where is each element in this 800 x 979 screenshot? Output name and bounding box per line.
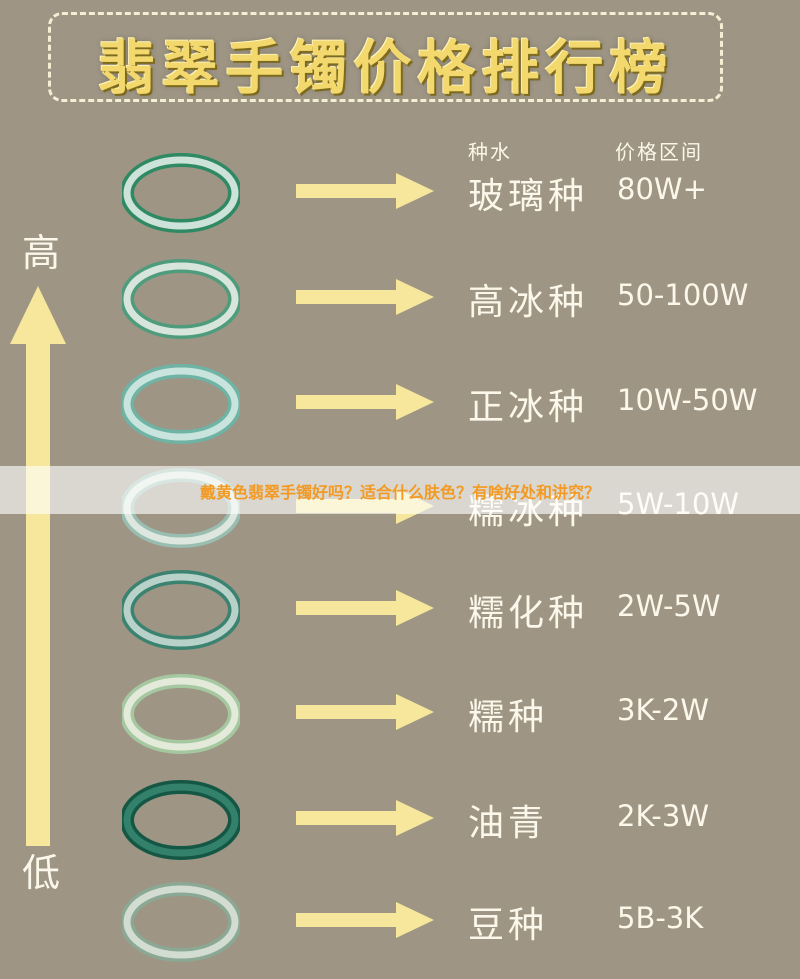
right-arrow-icon — [296, 279, 434, 315]
title-frame: 翡翠手镯价格排行榜 — [48, 12, 723, 102]
grade-price: 3K-2W — [617, 693, 710, 727]
right-arrow-icon — [296, 902, 434, 938]
bangle-icon — [122, 674, 240, 754]
grade-price: 10W-50W — [617, 383, 758, 417]
grade-price: 2K-3W — [617, 799, 710, 833]
right-arrow-icon — [296, 800, 434, 836]
grade-row: 糯种 3K-2W — [0, 662, 800, 762]
caption-overlay: 戴黄色翡翠手镯好吗？适合什么肤色？有啥好处和讲究？ — [0, 466, 800, 514]
grade-price: 80W+ — [617, 172, 707, 206]
bangle-icon — [122, 780, 240, 860]
page-title: 翡翠手镯价格排行榜 — [97, 34, 674, 102]
bangle-icon — [122, 259, 240, 339]
grade-type: 油青 — [468, 803, 549, 844]
bangle-icon — [122, 570, 240, 650]
grade-row: 豆种 5B-3K — [0, 870, 800, 970]
caption-text: 戴黄色翡翠手镯好吗？适合什么肤色？有啥好处和讲究？ — [199, 483, 600, 502]
grade-type: 高冰种 — [468, 282, 589, 323]
grade-row: 高冰种 50-100W — [0, 247, 800, 347]
bangle-icon — [122, 364, 240, 444]
grade-row: 正冰种 10W-50W — [0, 352, 800, 452]
grade-type: 糯化种 — [468, 593, 589, 634]
grade-price: 2W-5W — [617, 589, 721, 623]
grade-price: 5B-3K — [617, 901, 704, 935]
right-arrow-icon — [296, 384, 434, 420]
up-arrow-icon — [10, 286, 66, 846]
price-column-header: 价格区间 — [615, 140, 703, 164]
grade-row: 糯化种 2W-5W — [0, 558, 800, 658]
grade-price: 50-100W — [617, 278, 749, 312]
scale-low-label: 低 — [22, 851, 61, 895]
grade-type: 豆种 — [468, 905, 549, 946]
grade-type: 玻璃种 — [468, 176, 589, 217]
grade-row: 油青 2K-3W — [0, 768, 800, 868]
type-column-header: 种水 — [468, 140, 512, 164]
bangle-icon — [122, 882, 240, 962]
right-arrow-icon — [296, 694, 434, 730]
bangle-icon — [122, 153, 240, 233]
grade-row: 玻璃种 80W+ — [0, 141, 800, 241]
scale-high-label: 高 — [22, 231, 61, 275]
right-arrow-icon — [296, 173, 434, 209]
grade-type: 糯种 — [468, 697, 549, 738]
grade-type: 正冰种 — [468, 387, 589, 428]
right-arrow-icon — [296, 590, 434, 626]
